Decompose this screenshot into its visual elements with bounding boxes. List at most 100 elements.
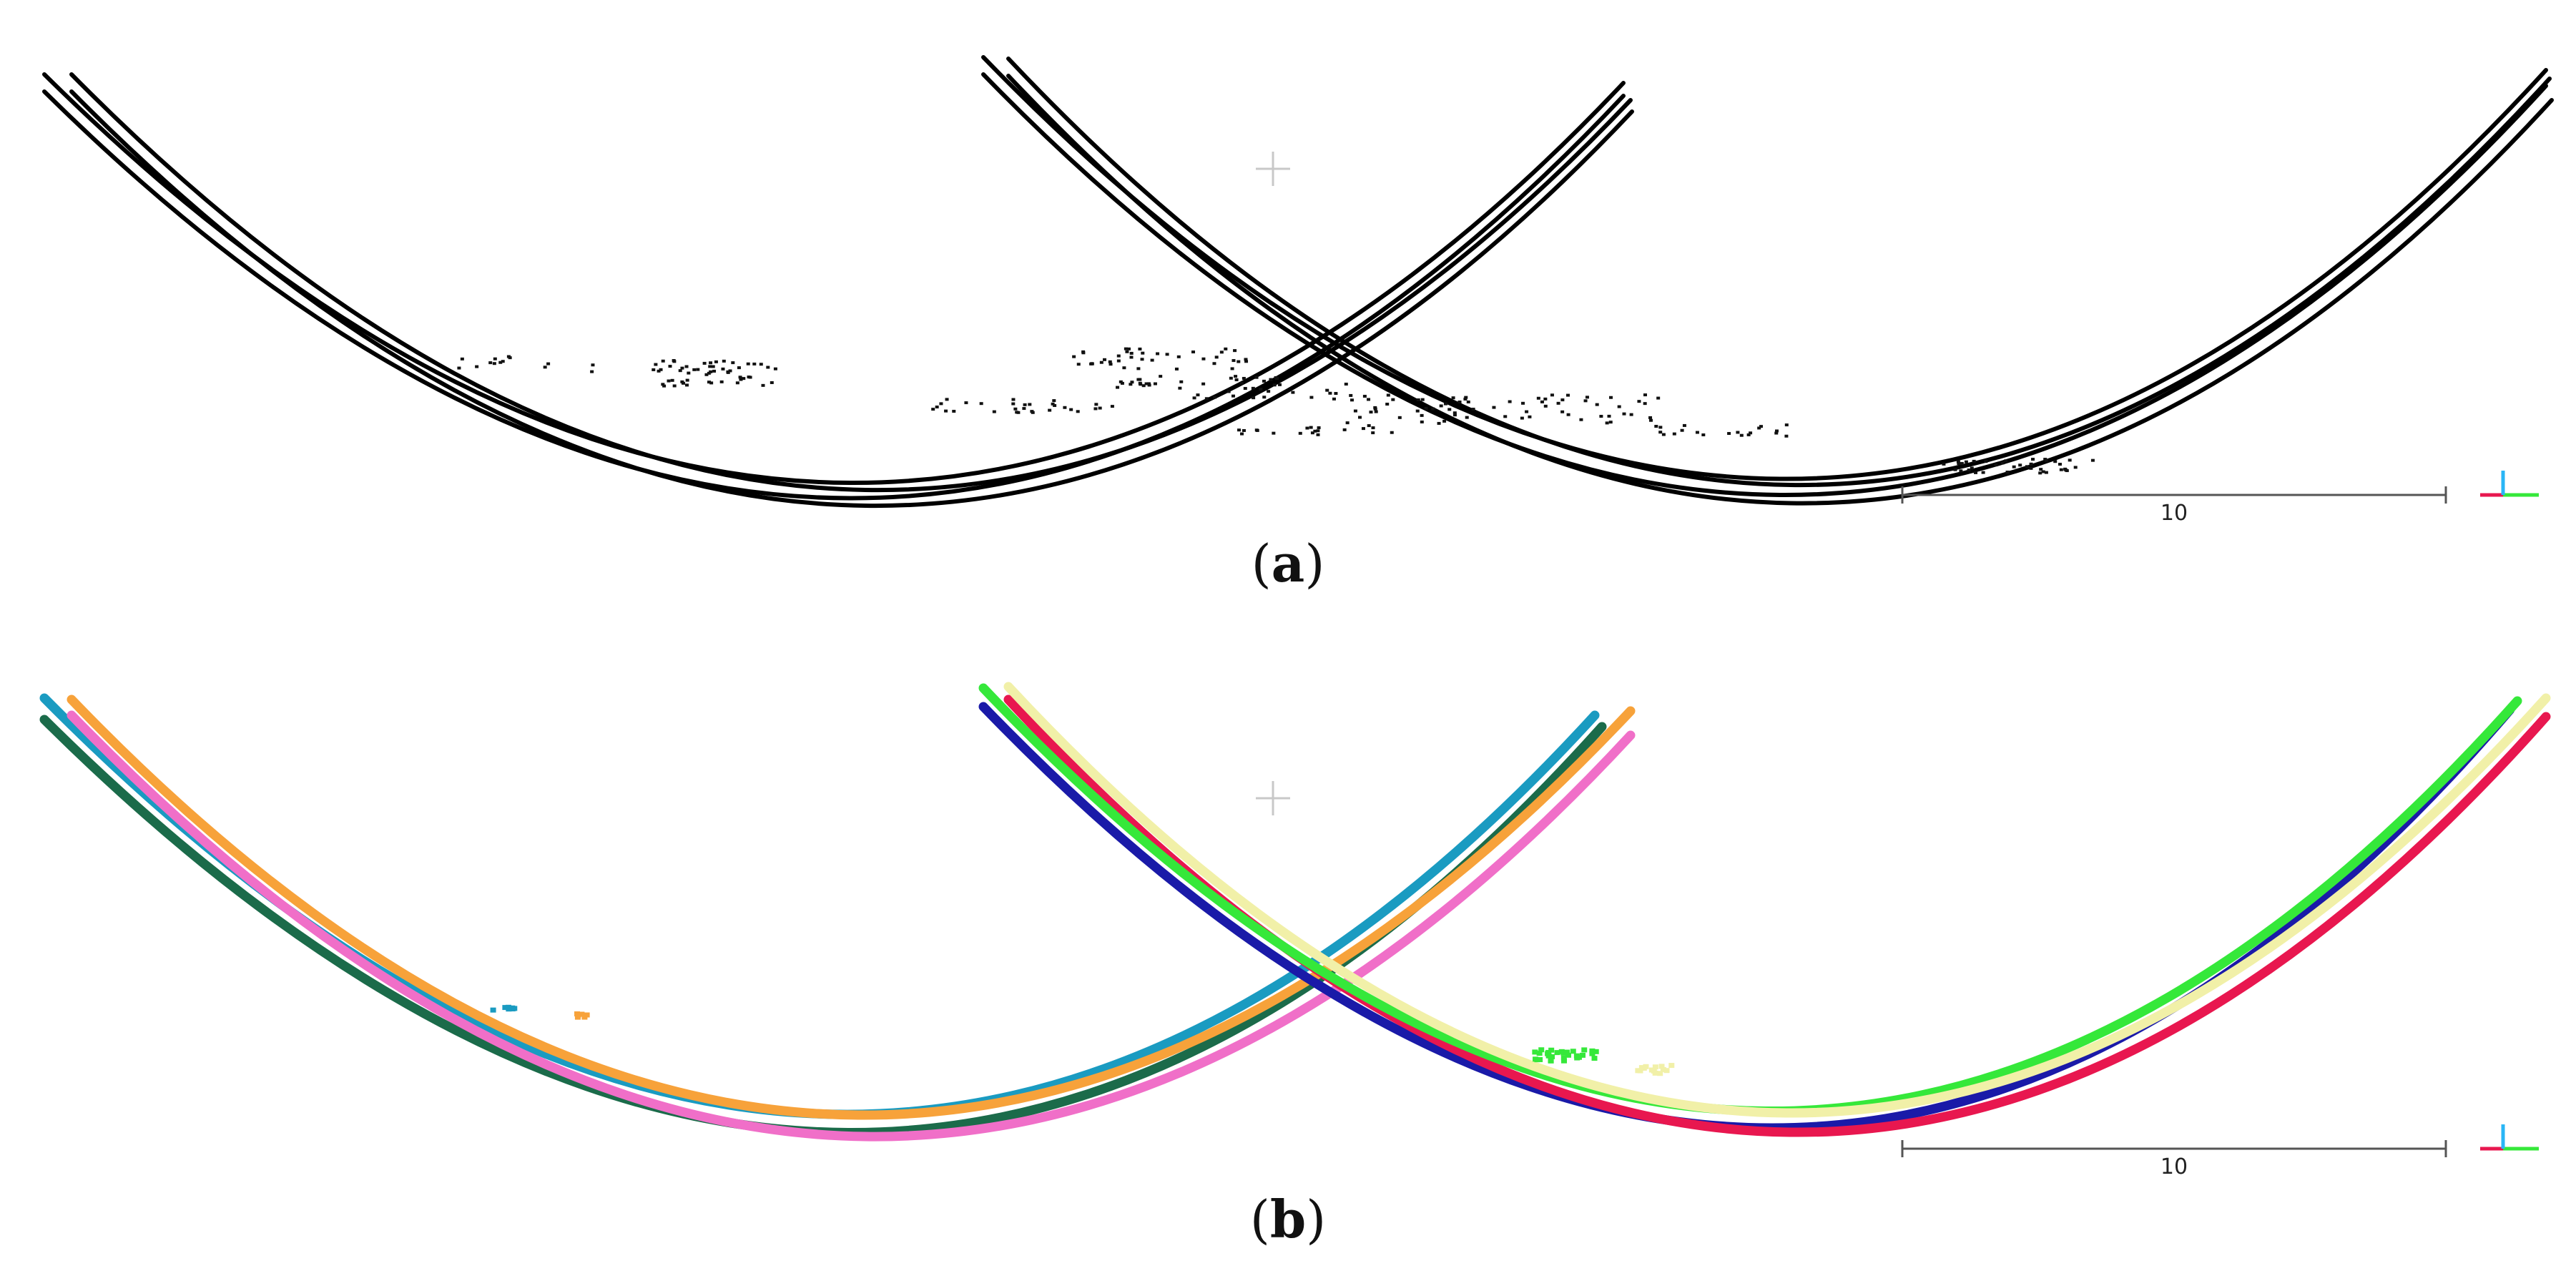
noise-point	[1367, 398, 1371, 401]
noise-point	[1093, 407, 1098, 411]
noise-point	[1150, 358, 1154, 362]
noise-point	[1141, 384, 1146, 388]
noise-point	[1122, 366, 1126, 370]
noise-point	[1508, 400, 1512, 403]
noise-point	[1028, 403, 1032, 406]
noise-point	[1219, 350, 1224, 354]
noise-point	[1957, 462, 1961, 466]
noise-point	[709, 370, 713, 373]
noise-point	[1072, 355, 1076, 358]
noise-point	[1179, 380, 1184, 383]
noise-point	[1230, 367, 1234, 370]
noise-point	[1525, 410, 1529, 413]
noise-point	[502, 1005, 508, 1011]
noise-point	[1374, 410, 1378, 413]
noise-point	[1757, 426, 1761, 430]
noise-point	[1739, 433, 1744, 437]
noise-point	[1116, 359, 1121, 363]
noise-point	[737, 366, 741, 370]
noise-point	[1031, 411, 1035, 414]
noise-point	[1196, 393, 1200, 397]
noise-point	[1201, 382, 1206, 386]
noise-point	[680, 380, 684, 383]
noise-point	[2000, 461, 2005, 465]
noise-point	[1538, 1047, 1545, 1053]
noise-point	[1463, 397, 1468, 401]
noise-point	[722, 359, 726, 363]
noise-point	[1452, 413, 1457, 417]
noise-point	[1232, 359, 1236, 363]
noise-point	[1695, 431, 1699, 434]
noise-point	[1119, 380, 1123, 383]
noise-point	[1967, 468, 1971, 472]
noise-point	[668, 365, 672, 368]
noise-point	[1532, 1049, 1538, 1055]
noise-point	[1545, 1051, 1551, 1056]
noise-point	[2043, 458, 2047, 461]
noise-point	[1165, 353, 1169, 356]
noise-point	[1242, 376, 1246, 380]
noise-point	[670, 378, 674, 382]
noise-point	[709, 381, 714, 385]
noise-point	[1191, 350, 1195, 354]
noise-point	[1239, 381, 1244, 385]
noise-point	[1566, 413, 1570, 416]
noise-point	[1224, 347, 1228, 350]
noise-point	[1242, 428, 1246, 432]
noise-point	[657, 369, 661, 373]
noise-point	[735, 381, 739, 385]
noise-point	[1784, 423, 1789, 427]
noise-point	[1274, 376, 1278, 380]
noise-point	[1251, 386, 1255, 390]
noise-point	[773, 367, 777, 370]
noise-point	[1361, 427, 1365, 431]
noise-point	[546, 362, 551, 365]
noise-point	[1214, 355, 1219, 359]
noise-point	[1561, 1058, 1568, 1064]
rail-curves-b	[39, 682, 2551, 1142]
noise-point	[457, 366, 461, 370]
noise-point	[945, 398, 949, 401]
noise-point	[1262, 396, 1267, 399]
noise-point	[1521, 401, 1525, 405]
noise-point	[492, 362, 496, 365]
noise-point	[1972, 459, 1976, 463]
noise-point	[661, 383, 665, 386]
noise-point	[1139, 383, 1143, 386]
noise-point	[511, 1006, 518, 1011]
noise-point	[1492, 406, 1496, 409]
noise-point	[1099, 360, 1103, 364]
rail-strand	[69, 89, 1634, 508]
noise-point	[1052, 399, 1056, 403]
noise-point	[1443, 402, 1447, 406]
crosshair-icon	[1256, 152, 1290, 186]
noise-point	[2039, 468, 2043, 471]
noise-point	[1159, 375, 1163, 378]
noise-point	[1749, 431, 1753, 435]
noise-point	[1108, 360, 1112, 363]
noise-point	[1362, 394, 1367, 398]
noise-point	[2041, 470, 2045, 473]
noise-point	[1098, 406, 1102, 410]
noise-point	[1144, 382, 1149, 386]
noise-point	[1174, 367, 1179, 370]
noise-point	[1574, 1055, 1580, 1061]
noise-point	[2053, 460, 2058, 463]
noise-point	[1231, 394, 1235, 398]
noise-point	[1136, 367, 1141, 370]
noise-point	[1784, 434, 1789, 438]
noise-point	[1240, 432, 1244, 436]
noise-point	[672, 384, 677, 388]
scale-bar-label-b: 10	[2160, 1154, 2188, 1179]
noise-point	[1269, 378, 1273, 381]
noise-point	[579, 1011, 585, 1017]
noise-point	[1176, 355, 1181, 358]
noise-point	[1609, 396, 1613, 399]
noise-point	[747, 376, 751, 379]
noise-point	[1563, 1049, 1570, 1055]
noise-point	[1648, 418, 1653, 422]
noise-point	[1178, 386, 1182, 390]
noise-point	[1063, 406, 1067, 409]
noise-point	[1439, 404, 1443, 408]
caption-b: (b)	[1249, 1189, 1327, 1250]
